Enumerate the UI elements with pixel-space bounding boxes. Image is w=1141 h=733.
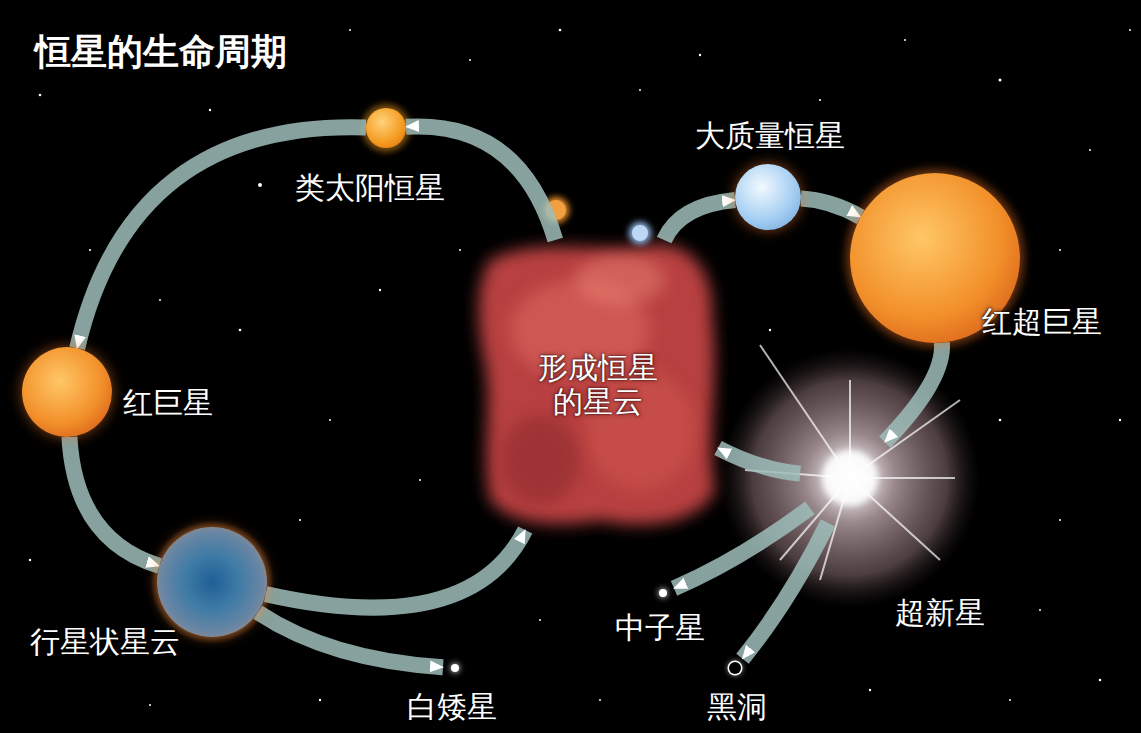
star-remnant-dot [451,664,459,672]
node-label: 形成恒星的星云 [533,351,663,420]
diagram-title: 恒星的生命周期 [35,28,287,77]
node-label: 白矮星 [407,690,497,723]
life-cycle-arrow [258,612,443,667]
node-label: 大质量恒星 [695,119,845,152]
sunlike-star: 类太阳恒星 [366,108,406,148]
star-forming-nebula: 形成恒星的星云 [478,240,718,530]
star-remnant-dot [729,662,741,674]
black-hole: 黑洞 [723,656,747,680]
node-label: 超新星 [895,596,985,629]
node-label: 中子星 [615,611,705,644]
massive-star: 大质量恒星 [735,164,801,230]
star-remnant-dot [659,589,667,597]
supernova: 超新星 [800,428,900,528]
life-cycle-arrow [885,343,942,442]
planetary-nebula: 行星状星云 [157,527,267,637]
life-cycle-arrow [266,530,526,608]
life-cycle-arrow [801,199,861,217]
red-giant: 红巨星 [22,347,112,437]
life-cycle-arrow [718,448,800,474]
life-cycle-arrow [743,523,828,659]
red-supergiant: 红超巨星 [850,173,1020,343]
node-label: 类太阳恒星 [295,171,445,204]
white-dwarf: 白矮星 [443,656,467,680]
node-label: 行星状星云 [30,625,180,658]
life-cycle-arrow [664,200,735,240]
life-cycle-arrow [69,437,159,566]
life-cycle-arrow [674,508,810,588]
background-stars [29,29,1131,706]
node-label: 红巨星 [123,386,213,419]
star-forming-nebula-cloud [479,244,715,524]
node-label: 红超巨星 [982,305,1102,338]
node-label: 黑洞 [707,690,767,723]
supernova-glow [720,345,980,608]
sunlike-star-glow [362,104,410,152]
neutron-star: 中子星 [651,581,675,605]
life-cycle-arrow [77,127,366,348]
